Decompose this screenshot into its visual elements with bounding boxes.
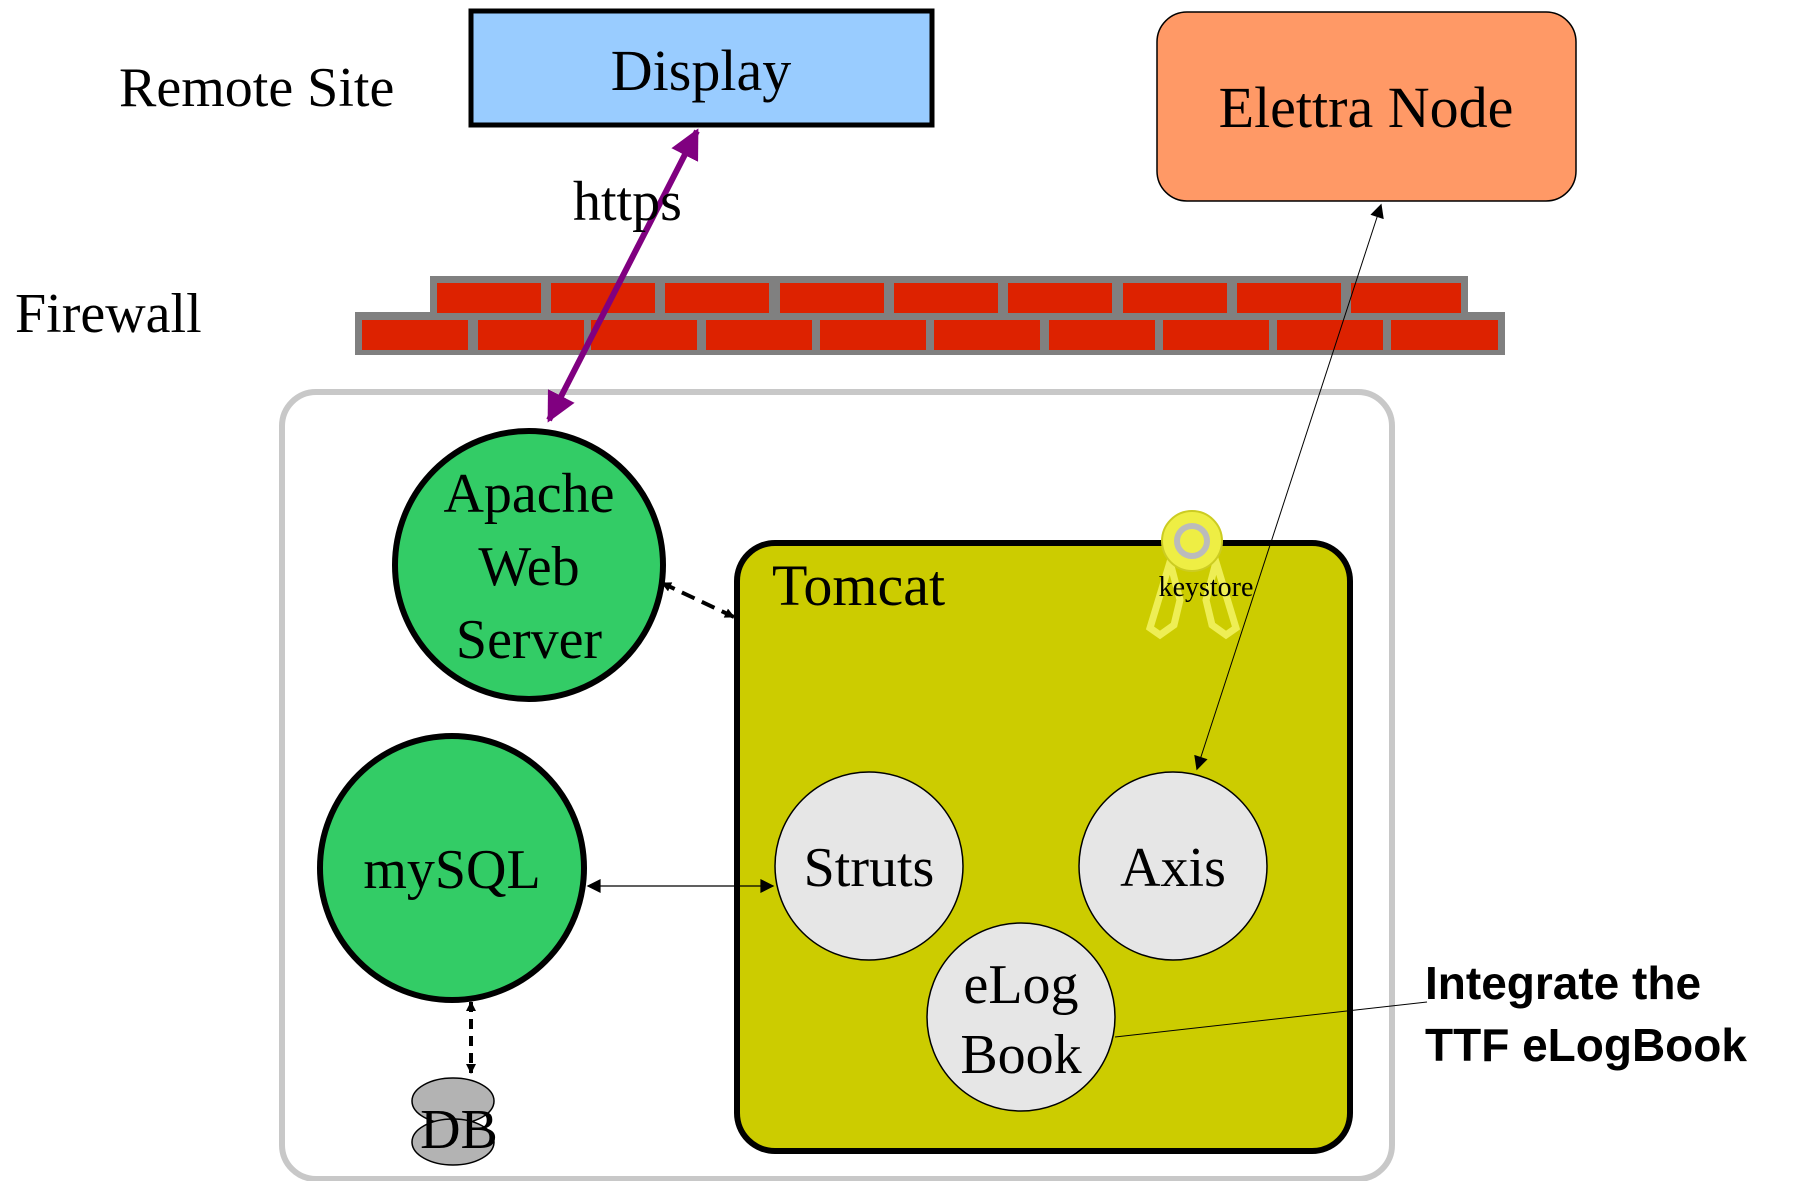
firewall-label: Firewall <box>15 283 202 345</box>
callout-line-1: Integrate the <box>1425 957 1701 1009</box>
mysql-label: mySQL <box>363 839 540 901</box>
struts-node <box>774 771 964 961</box>
https-label: https <box>573 171 682 233</box>
apache-label-line-2: Web <box>478 536 579 598</box>
callout-leader-line <box>1114 1001 1428 1038</box>
firewall-wall <box>355 276 1505 355</box>
tomcat-label: Tomcat <box>772 553 945 618</box>
keystore-label: keystore <box>1159 572 1254 603</box>
remote-site-label: Remote Site <box>119 57 394 119</box>
apache-tomcat-connector <box>661 581 735 619</box>
axis-elettra-connector <box>1194 203 1384 771</box>
db-label: DB <box>420 1099 498 1161</box>
callout-line-2: TTF eLogBook <box>1425 1019 1747 1071</box>
struts-label: Struts <box>804 837 935 899</box>
apache-label-line-1: Apache <box>443 463 614 525</box>
elogbook-label-line-1: eLog <box>963 954 1078 1016</box>
elettra-node-box <box>1156 11 1577 202</box>
elogbook-label-line-2: Book <box>960 1024 1081 1086</box>
apache-label-line-3: Server <box>456 609 603 671</box>
apache-web-server-node <box>392 428 666 702</box>
axis-label: Axis <box>1120 837 1226 899</box>
mysql-node <box>317 733 587 1003</box>
db-storage-icon <box>411 1077 495 1166</box>
elogbook-node <box>926 922 1116 1112</box>
elettra-node-label: Elettra Node <box>1219 75 1514 140</box>
https-connection-arrow <box>546 128 700 423</box>
display-box <box>468 8 935 128</box>
axis-node <box>1078 771 1268 961</box>
display-label: Display <box>611 38 791 103</box>
